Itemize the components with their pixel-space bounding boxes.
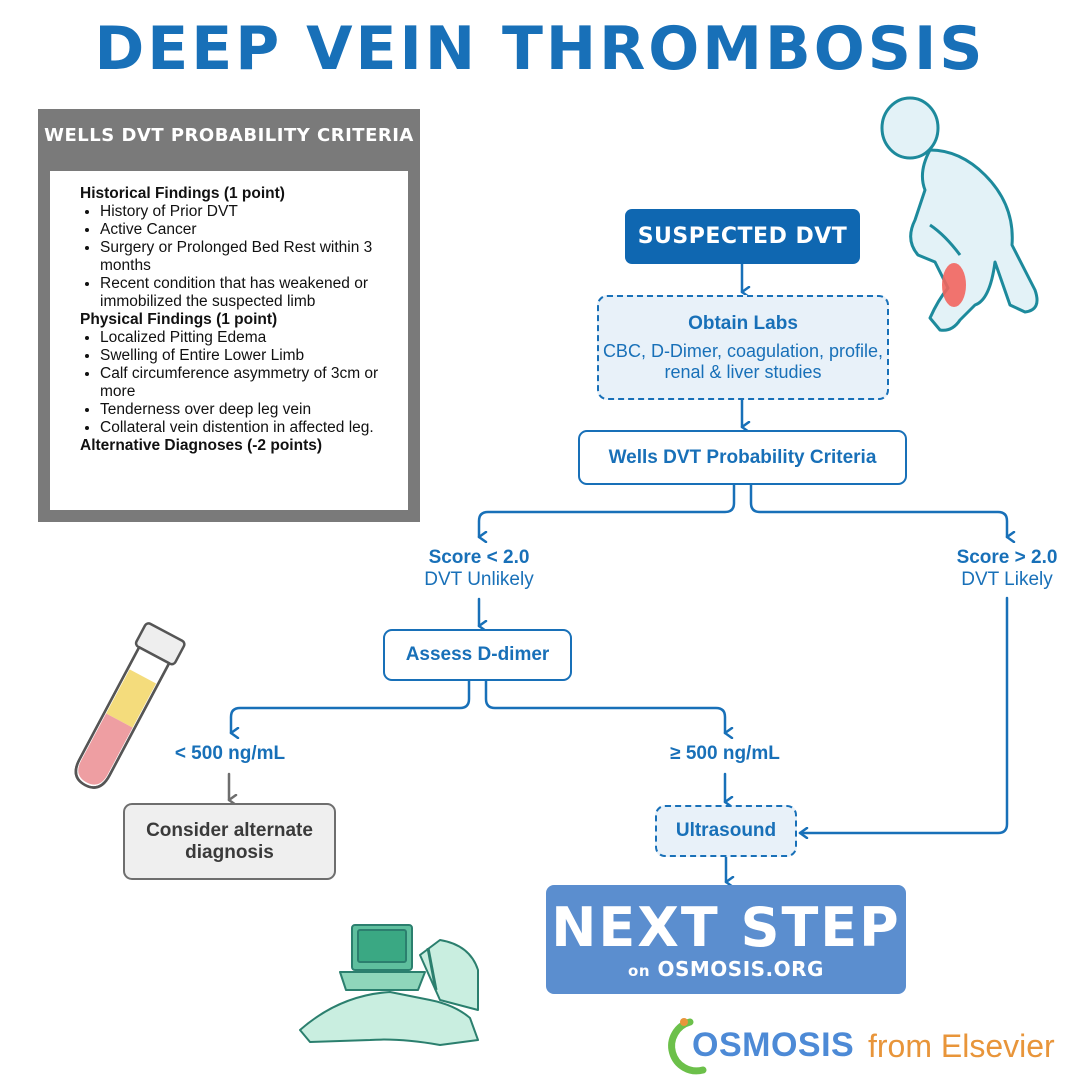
obtain-labs-detail: CBC, D-Dimer, coagulation, profile, rena… — [602, 340, 884, 382]
obtain-labs-box: Obtain Labs CBC, D-Dimer, coagulation, p… — [597, 295, 889, 400]
arrow-assess-to-low-ddimer — [229, 679, 471, 733]
arrow-assess-to-high-ddimer — [484, 679, 725, 733]
list-item: Tenderness over deep leg vein — [100, 401, 396, 419]
next-step-subtitle: on OSMOSIS.ORG — [628, 957, 824, 981]
next-step-banner[interactable]: NEXT STEP on OSMOSIS.ORG — [546, 885, 906, 994]
suspected-dvt-box: SUSPECTED DVT — [625, 209, 860, 264]
obtain-labs-title: Obtain Labs — [688, 312, 798, 334]
assess-ddimer-box: Assess D-dimer — [383, 629, 572, 681]
brand-name: OSMOSIS — [692, 1026, 855, 1064]
brand-footer: OSMOSIS from Elsevier — [672, 1018, 1072, 1074]
consider-alternate-box: Consider alternate diagnosis — [123, 803, 336, 880]
physical-list: Localized Pitting Edema Swelling of Enti… — [80, 329, 396, 437]
score-low-sub: DVT Unlikely — [424, 569, 534, 590]
physical-heading: Physical Findings (1 point) — [80, 311, 278, 328]
ultrasound-box: Ultrasound — [655, 805, 797, 857]
arrow-wells-to-low — [477, 483, 736, 537]
ddimer-high-text: ≥ 500 ng/mL — [670, 743, 780, 764]
list-item: Active Cancer — [100, 221, 396, 239]
wells-criteria-panel: WELLS DVT PROBABILITY CRITERIA Historica… — [38, 109, 420, 522]
arrow-likely-to-ultrasound — [798, 596, 1009, 833]
score-low-text: Score < 2.0 — [428, 547, 530, 568]
score-high-text: Score > 2.0 — [956, 547, 1058, 568]
wells-panel-body: Historical Findings (1 point) History of… — [50, 171, 408, 510]
list-item: Collateral vein distention in affected l… — [100, 419, 396, 437]
ultrasound-exam-icon — [299, 924, 479, 1046]
list-item: Calf circumference asymmetry of 3cm or m… — [100, 365, 396, 401]
alternative-heading: Alternative Diagnoses (-2 points) — [80, 437, 323, 454]
historical-heading: Historical Findings (1 point) — [80, 185, 285, 202]
score-high-label: Score > 2.0 DVT Likely — [917, 547, 1080, 591]
next-step-site[interactable]: OSMOSIS.ORG — [657, 956, 824, 981]
next-step-on: on — [628, 961, 651, 980]
list-item: Surgery or Prolonged Bed Rest within 3 m… — [100, 239, 396, 275]
score-high-sub: DVT Likely — [961, 569, 1053, 590]
list-item: Localized Pitting Edema — [100, 329, 396, 347]
ddimer-low-text: < 500 ng/mL — [174, 743, 286, 764]
wells-criteria-box: Wells DVT Probability Criteria — [578, 430, 907, 485]
patient-leg-pain-icon — [880, 96, 1039, 332]
wells-panel-title: WELLS DVT PROBABILITY CRITERIA — [44, 125, 414, 146]
list-item: Recent condition that has weakened or im… — [100, 275, 396, 311]
arrow-wells-to-high — [749, 483, 1007, 537]
score-low-label: Score < 2.0 DVT Unlikely — [378, 547, 580, 591]
historical-list: History of Prior DVT Active Cancer Surge… — [80, 203, 396, 311]
page-title: DEEP VEIN THROMBOSIS — [94, 14, 986, 84]
ddimer-high-label: ≥ 500 ng/mL — [635, 743, 815, 765]
brand-suffix: from Elsevier — [868, 1028, 1055, 1064]
ddimer-low-label: < 500 ng/mL — [140, 743, 320, 765]
osmosis-logo-icon — [668, 1018, 707, 1075]
test-tube-icon — [74, 622, 186, 789]
next-step-title: NEXT STEP — [551, 895, 901, 959]
list-item: History of Prior DVT — [100, 203, 396, 221]
list-item: Swelling of Entire Lower Limb — [100, 347, 396, 365]
